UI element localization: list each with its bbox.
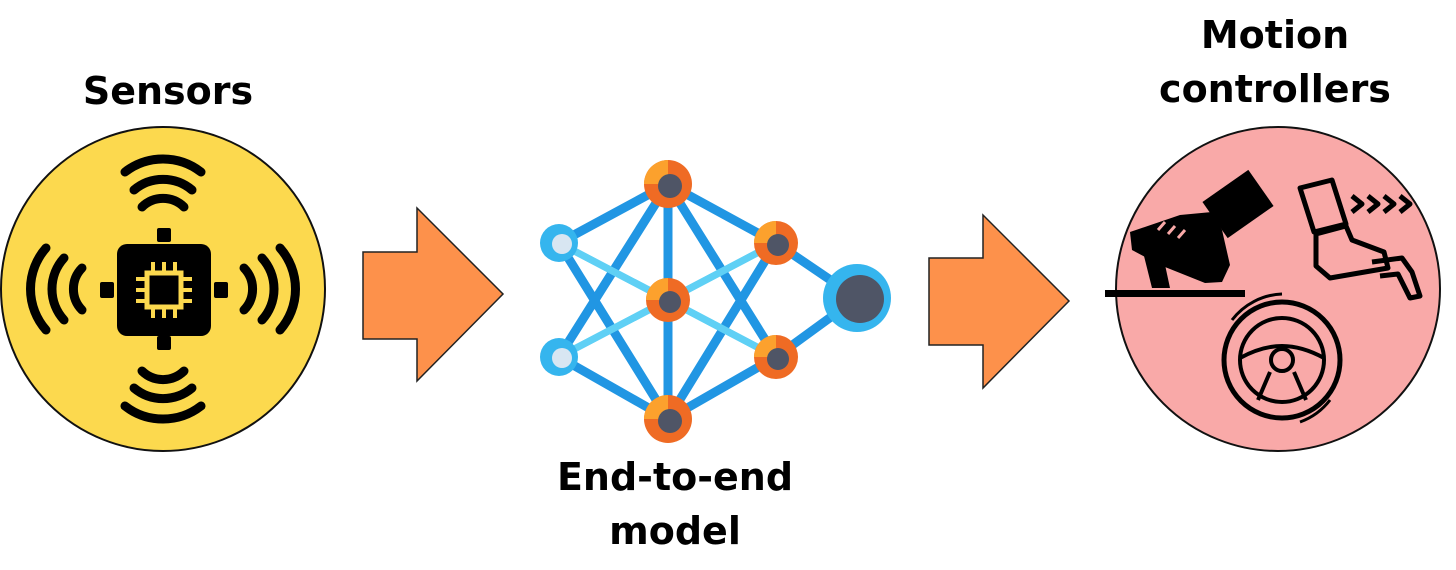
sensors-label-text: Sensors [82,69,254,113]
model-label-line2: model [609,509,741,553]
arrow-right-icon [928,213,1071,390]
pedal-foot-icon [1105,169,1274,297]
arrow-right-icon [362,206,505,383]
hidden-node [754,221,798,265]
accelerate-foot-icon [1297,177,1423,301]
hidden-node [644,395,692,443]
motion-controllers-node [1105,126,1441,452]
steering-wheel-icon [1221,292,1343,424]
hidden-node [644,160,692,208]
end-to-end-model-label: End-to-end model [540,450,810,558]
sensors-label: Sensors [68,64,268,118]
model-label-line1: End-to-end [556,455,794,499]
wifi-signal-icon [26,154,300,424]
neural-network-icon [540,160,891,443]
chip-icon [100,228,228,350]
hidden-node [646,278,690,322]
motion-label-line2: controllers [1159,67,1391,111]
sensors-node [0,126,326,452]
motion-label-line1: Motion [1200,13,1350,57]
hidden-node [754,335,798,379]
motion-controllers-label: Motion controllers [1145,8,1405,116]
